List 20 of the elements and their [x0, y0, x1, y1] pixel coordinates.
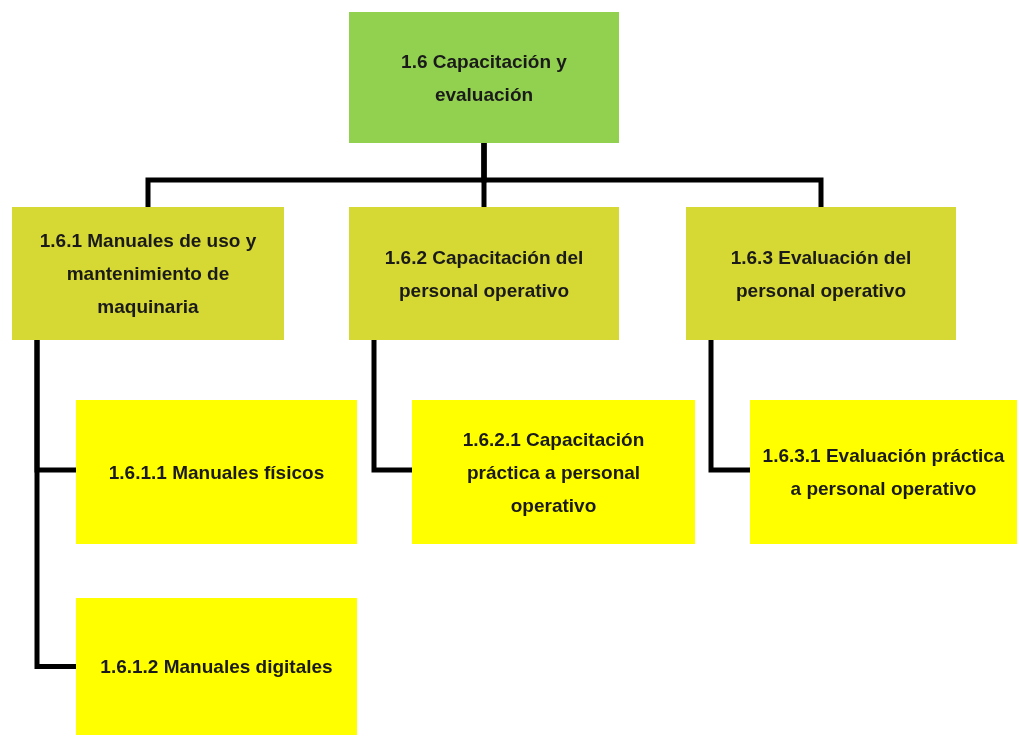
wbs-box: [76, 598, 357, 735]
box-label: 1.6 Capacitación y evaluación: [400, 49, 568, 107]
connector-line: [371, 340, 412, 473]
connector-line: [708, 340, 750, 473]
wbs-box: [412, 400, 695, 544]
box-label: 1.6.3.1 Evaluación práctica a personal operativo: [762, 444, 1005, 501]
box-label: 1.6.1 Manuales de uso y mantenimiento de maquinaria: [38, 229, 258, 319]
connector-line: [34, 340, 76, 669]
box-label: 1.6.1.1 Manuales físicos: [108, 460, 325, 485]
box-label: 1.6.3 Evaluación del personal operativo: [729, 245, 913, 303]
box-label: 1.6.2.1 Capacitación práctica a personal operativo: [461, 427, 646, 518]
box-label: 1.6.1.2 Manuales digitales: [100, 655, 333, 679]
box-label: 1.6.2 Capacitación del personal operativo: [383, 245, 585, 303]
wbs-box: [349, 207, 619, 340]
wbs-box: [349, 12, 619, 143]
connector-line: [481, 143, 824, 207]
wbs-box: [76, 400, 357, 544]
wbs-box: [750, 400, 1017, 544]
wbs-box: [12, 207, 284, 340]
wbs-box: [686, 207, 956, 340]
